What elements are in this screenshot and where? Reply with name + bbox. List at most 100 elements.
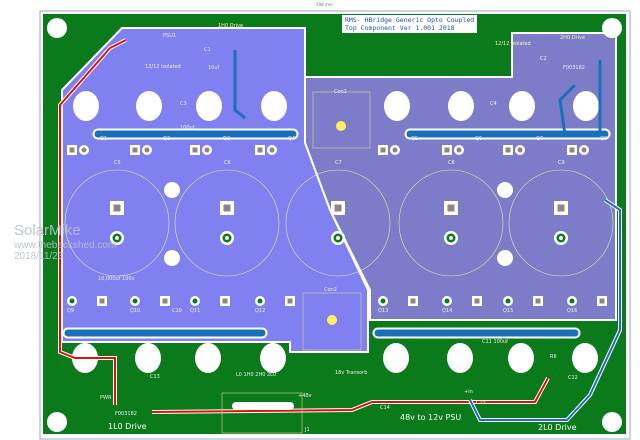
watermark-site: www.thebackshed.com	[14, 240, 117, 251]
label-plus-in: +in	[464, 389, 473, 395]
mosfet-pad-inner	[456, 147, 462, 153]
label-c13: C13	[150, 374, 160, 380]
heatsink-hole	[448, 91, 474, 121]
mosfet-pad-inner	[81, 147, 87, 153]
mosfet-pad-inner	[162, 298, 168, 304]
heatsink-hole	[573, 91, 599, 121]
mosfet-pad-inner	[444, 147, 450, 153]
con2-pad	[327, 315, 337, 325]
heatsink-hole	[384, 91, 410, 121]
capacitor-outline	[398, 169, 504, 277]
mosfet-pad-inner	[69, 298, 75, 304]
heatsink-hole	[136, 91, 162, 121]
watermark-date: 2018/11/23	[14, 251, 64, 262]
mosfet-pad-inner	[410, 298, 416, 304]
capacitor-pad-inner	[557, 204, 565, 212]
mount-hole	[602, 18, 622, 38]
label-iso-left: 12/12 isolated	[145, 64, 181, 70]
label-cap-value: 10,000uf 100v	[98, 276, 135, 282]
mosfet-pad-inner	[192, 298, 198, 304]
mount-hole	[497, 250, 513, 266]
label-pwr: PWR	[100, 395, 112, 401]
label-r6: R6	[550, 354, 557, 360]
mount-hole	[47, 412, 67, 432]
mosfet-pad-inner	[132, 298, 138, 304]
blue-trace-1h0	[233, 50, 246, 120]
mosfet-pad-inner	[257, 298, 263, 304]
heatsink-hole	[572, 343, 598, 373]
mosfet-pad-inner	[444, 298, 450, 304]
heatsink-hole	[508, 343, 534, 373]
mosfet-pad-inner	[505, 298, 511, 304]
capacitor-outline	[64, 169, 170, 277]
label-c12: C12	[568, 375, 578, 381]
capacitor-pad-inner	[113, 204, 121, 212]
heatsink-hole	[196, 91, 222, 121]
label-part-left: F003182	[115, 411, 137, 417]
capacitor-outline	[174, 169, 280, 277]
capacitor-label: C7	[335, 160, 342, 166]
mosfet-label: Q4	[288, 136, 296, 142]
mosfet-label: Q14	[442, 308, 453, 314]
mosfet-pad-inner	[581, 147, 587, 153]
mosfet-pad-inner	[380, 147, 386, 153]
capacitor-pad-inner	[334, 204, 342, 212]
capacitor-pad-hole	[449, 236, 453, 240]
mount-hole	[164, 182, 180, 198]
mount-hole	[602, 412, 622, 432]
mosfet-label: Q7	[536, 136, 544, 142]
mosfet-label: Q13	[378, 308, 389, 314]
capacitor-pad-hole	[115, 236, 119, 240]
label-part-right: F003182	[563, 65, 585, 71]
capacitor-pad-hole	[559, 236, 563, 240]
capacitor-pad-inner	[223, 204, 231, 212]
con1-pad	[336, 121, 346, 131]
mosfet-pad-inner	[569, 147, 575, 153]
label-header-pins: L0 1H0 2H0 2L0	[236, 372, 277, 378]
mosfet-pad-inner	[204, 147, 210, 153]
mosfet-pad-inner	[144, 147, 150, 153]
capacitor-pad-hole	[225, 236, 229, 240]
label-1l0-drive: 1L0 Drive	[108, 422, 147, 431]
capacitor-outline	[508, 169, 614, 277]
label-2h0-drive: 2H0 Drive	[560, 35, 586, 41]
capacitor-label: C9	[558, 160, 565, 166]
heatsink-hole	[135, 343, 161, 373]
mosfet-pad-inner	[99, 298, 105, 304]
label-psu1: PSU1	[163, 33, 177, 39]
label-1h0-drive: 1H0 Drive	[218, 23, 244, 29]
con1-box	[312, 91, 371, 149]
mosfet-pad-inner	[474, 298, 480, 304]
mosfet-label: Q1	[100, 136, 108, 142]
board-title: RMS- HBridge Generic Opto Coupled Top Co…	[342, 15, 478, 33]
capacitor-label: C6	[224, 160, 231, 166]
label-transorb: 18v Transorb	[335, 370, 368, 376]
mosfet-label: Q6	[475, 136, 483, 142]
j1-outline	[221, 392, 303, 434]
mosfet-pad-inner	[192, 147, 198, 153]
mosfet-pad-inner	[535, 298, 541, 304]
mosfet-label: Q11	[190, 308, 201, 314]
heatsink-hole	[195, 343, 221, 373]
mosfet-label: Q2	[163, 136, 171, 142]
capacitor-label: C8	[448, 160, 455, 166]
heatsink-hole	[261, 91, 287, 121]
mosfet-label: Q10	[130, 308, 141, 314]
label-c1: C1	[204, 47, 211, 53]
mosfet-label: Q8	[600, 136, 608, 142]
label-c4: C4	[490, 101, 497, 107]
mosfet-pad-inner	[287, 298, 293, 304]
heatsink-hole	[509, 91, 535, 121]
mosfet-pad-inner	[505, 147, 511, 153]
dimension-label: 298 mm	[316, 2, 333, 7]
heatsink-hole	[447, 343, 473, 373]
label-con2: Con2	[324, 287, 337, 293]
mosfet-pad-inner	[132, 147, 138, 153]
mosfet-pad-inner	[257, 147, 263, 153]
mosfet-pad-inner	[392, 147, 398, 153]
label-c15: C15	[476, 400, 486, 406]
label-con1: Con1	[334, 89, 347, 95]
mosfet-pad-inner	[517, 147, 523, 153]
title-line-1: RMS- HBridge Generic Opto Coupled	[345, 16, 475, 24]
